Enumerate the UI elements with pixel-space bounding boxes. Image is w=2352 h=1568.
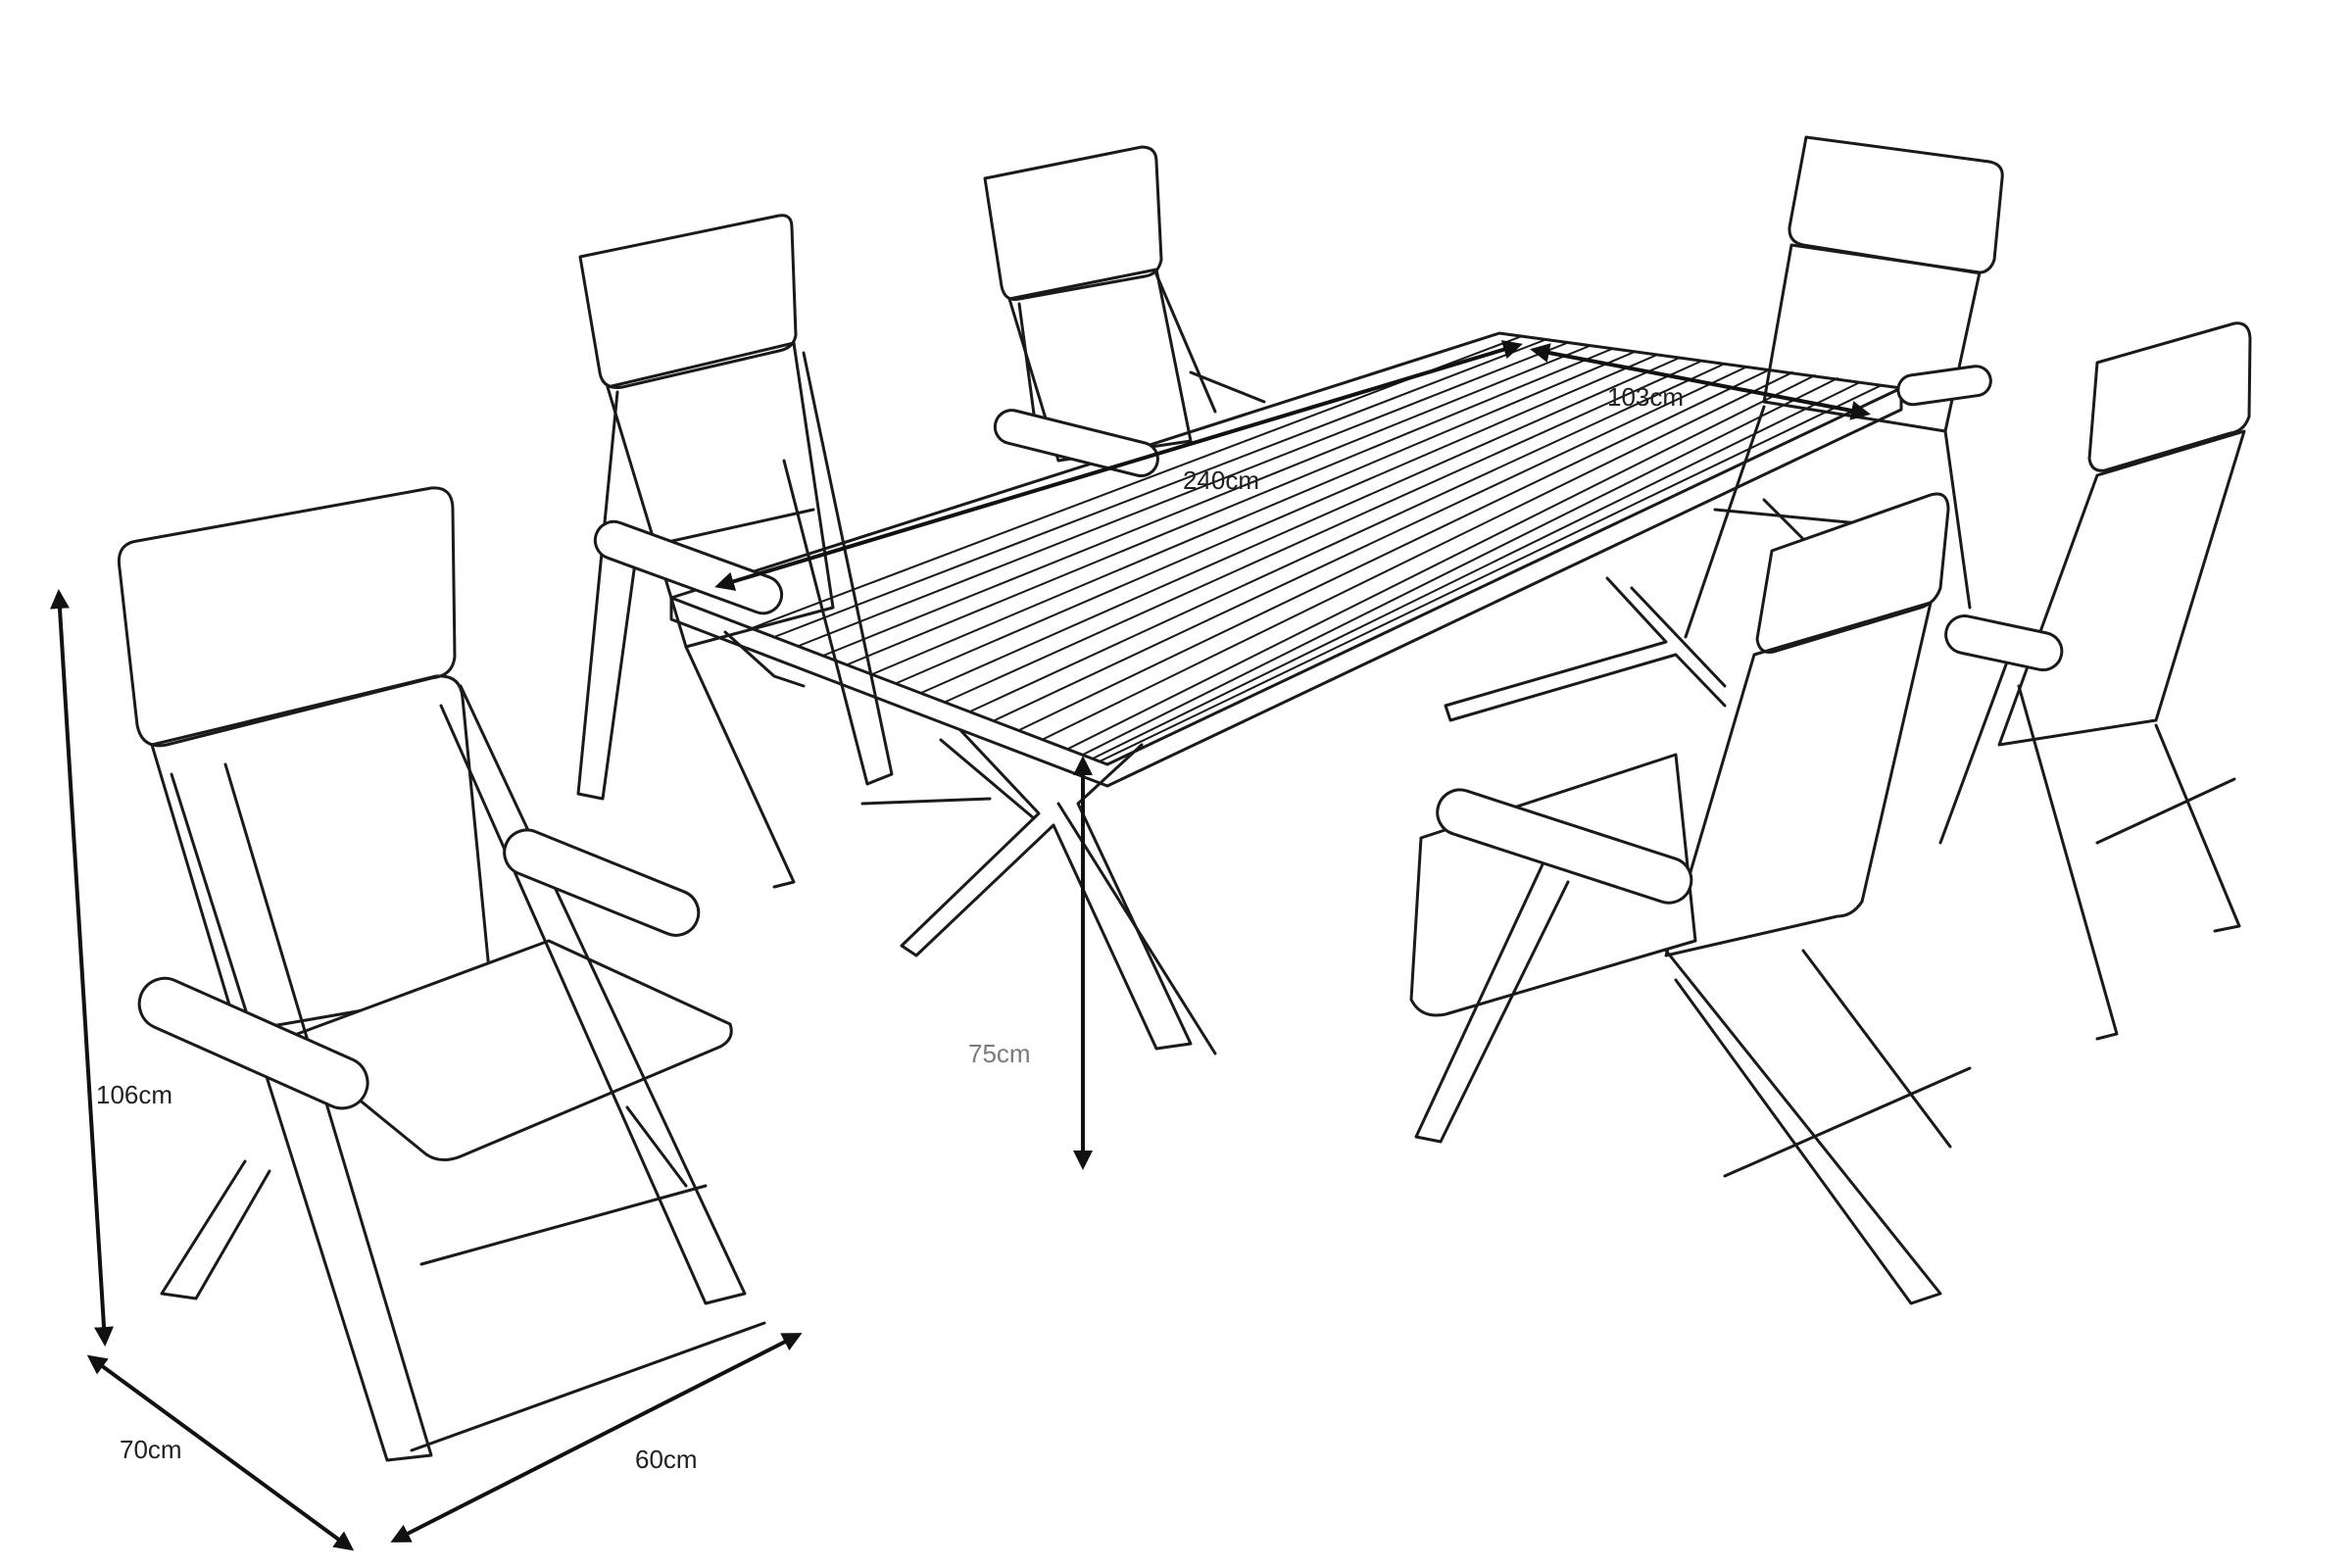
arrow-chair-depth bbox=[86, 1354, 355, 1551]
chair-seat-cushion bbox=[282, 939, 733, 1161]
label-table-height: 75cm bbox=[968, 1039, 1031, 1068]
table-top-edge bbox=[669, 386, 1903, 788]
chair-far-right bbox=[1938, 321, 2252, 1041]
label-table-width: 103cm bbox=[1607, 382, 1685, 412]
label-chair-height: 106cm bbox=[96, 1080, 173, 1109]
arrow-chair-width bbox=[390, 1333, 803, 1543]
arrow-table-width bbox=[1530, 343, 1871, 420]
chair-armrest-left bbox=[137, 976, 369, 1110]
chair-armrest-right bbox=[503, 828, 701, 937]
chair-back-right bbox=[1684, 135, 2004, 639]
arrow-table-length bbox=[714, 340, 1523, 591]
dimension-arrows bbox=[49, 340, 1871, 1551]
chair-front-left bbox=[117, 486, 766, 1462]
arrow-chair-height bbox=[49, 589, 115, 1347]
chair-front-right bbox=[1409, 492, 1972, 1305]
label-chair-depth: 70cm bbox=[120, 1435, 182, 1464]
label-table-length: 240cm bbox=[1183, 466, 1260, 495]
dining-table bbox=[669, 331, 1903, 1055]
chair-headrest bbox=[117, 486, 457, 748]
label-chair-width: 60cm bbox=[635, 1445, 698, 1474]
